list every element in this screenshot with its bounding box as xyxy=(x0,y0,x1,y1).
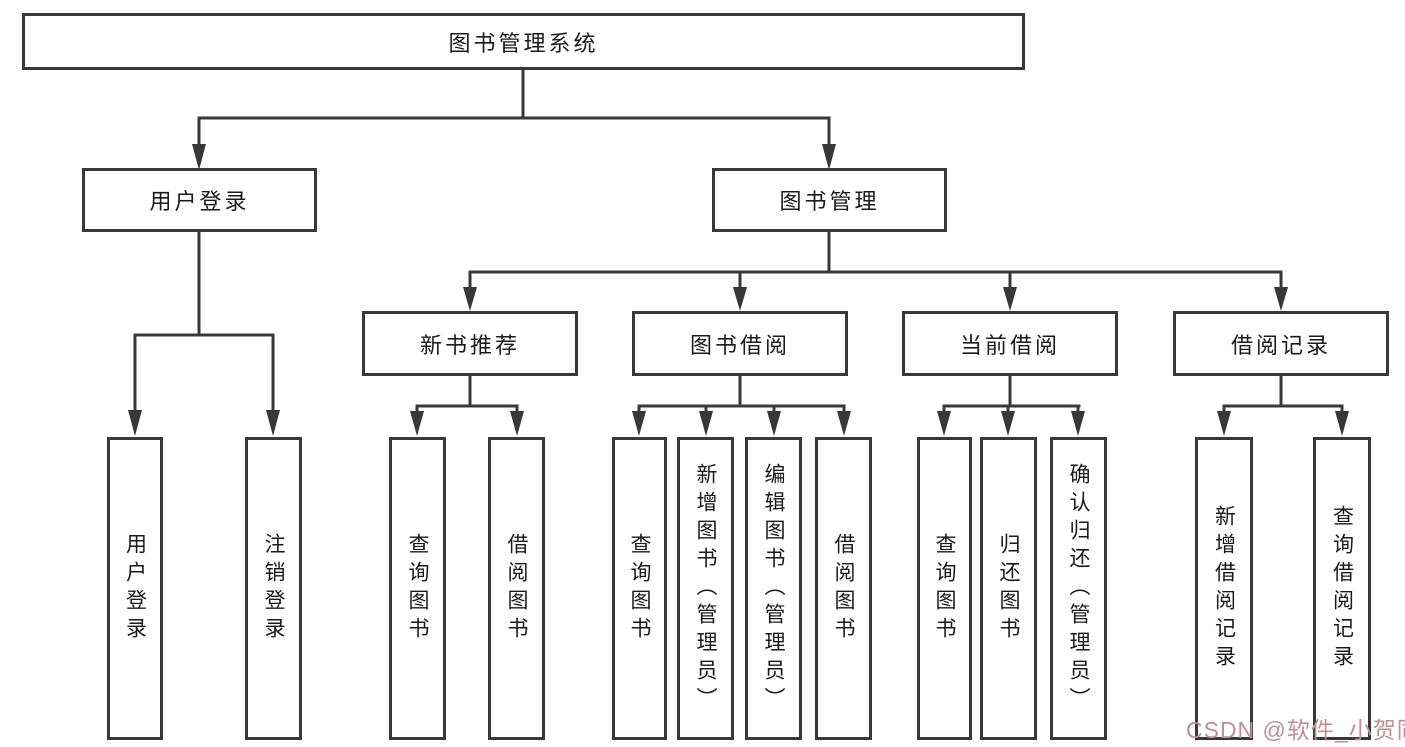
node-label: 查询图书 xyxy=(933,532,956,645)
node-label: 确认归还（管理员） xyxy=(1067,462,1090,715)
arrow-down-icon xyxy=(837,411,851,436)
arrow-down-icon xyxy=(128,410,142,436)
node-borrow-records: 借阅记录 xyxy=(1173,311,1389,376)
arrow-down-icon xyxy=(1335,411,1349,436)
arrow-down-icon xyxy=(266,410,280,436)
node-label: 新增图书（管理员） xyxy=(694,462,717,715)
node-label: 当前借阅 xyxy=(959,332,1060,358)
node-label: 图书管理系统 xyxy=(448,30,599,56)
arrow-down-icon xyxy=(463,287,477,311)
arrow-down-icon xyxy=(699,411,713,436)
leaf-query-books: 查询图书 xyxy=(612,437,667,740)
arrow-down-icon xyxy=(192,144,206,170)
leaf-edit-books-admin: 编辑图书（管理员） xyxy=(745,437,802,740)
node-label: 图书管理 xyxy=(779,189,880,214)
node-book-borrow: 图书借阅 xyxy=(632,311,848,376)
arrow-down-icon xyxy=(767,411,781,436)
connector-line xyxy=(133,68,1344,408)
leaf-borrow-books: 借阅图书 xyxy=(815,437,872,740)
node-label: 借阅图书 xyxy=(832,532,855,645)
node-library-management-system: 图书管理系统 xyxy=(22,13,1025,70)
node-book-management: 图书管理 xyxy=(712,168,947,232)
arrow-down-icon xyxy=(937,411,951,436)
arrow-down-icon xyxy=(632,411,646,436)
node-label: 新增借阅记录 xyxy=(1212,504,1236,673)
node-label: 归还图书 xyxy=(997,532,1020,645)
arrow-down-icon xyxy=(1003,287,1017,311)
arrow-down-icon xyxy=(733,287,747,311)
leaf-query-borrow-record: 查询借阅记录 xyxy=(1313,437,1371,740)
arrow-down-icon xyxy=(510,411,524,436)
node-user-login: 用户登录 xyxy=(82,168,317,232)
node-label: 查询借阅记录 xyxy=(1330,504,1354,673)
arrow-down-icon xyxy=(1071,411,1085,436)
leaf-query-books: 查询图书 xyxy=(917,437,972,740)
node-current-borrow: 当前借阅 xyxy=(902,311,1118,376)
arrow-down-icon xyxy=(1001,411,1015,436)
leaf-add-books-admin: 新增图书（管理员） xyxy=(677,437,734,740)
node-label: 用户登录 xyxy=(149,189,250,214)
node-label: 借阅图书 xyxy=(505,532,528,645)
node-label: 图书借阅 xyxy=(689,332,790,358)
node-label: 查询图书 xyxy=(628,532,651,645)
node-label: 编辑图书（管理员） xyxy=(762,462,785,715)
node-label: 用户登录 xyxy=(123,532,147,645)
node-label: 注销登录 xyxy=(262,532,285,645)
node-label: 借阅记录 xyxy=(1230,332,1331,358)
leaf-return-books: 归还图书 xyxy=(980,437,1037,740)
leaf-add-borrow-record: 新增借阅记录 xyxy=(1195,437,1253,740)
node-new-book-recommend: 新书推荐 xyxy=(362,311,578,376)
watermark: CSDN @软件_小贺同学 xyxy=(1186,717,1405,743)
leaf-confirm-return-admin: 确认归还（管理员） xyxy=(1050,437,1107,740)
arrow-down-icon xyxy=(410,411,424,436)
leaf-borrow-books: 借阅图书 xyxy=(488,437,545,740)
arrow-down-icon xyxy=(1274,287,1288,311)
leaf-query-books: 查询图书 xyxy=(389,437,446,740)
arrow-down-icon xyxy=(1217,411,1231,436)
node-label: 新书推荐 xyxy=(419,332,520,358)
leaf-logout: 注销登录 xyxy=(245,437,302,740)
connector-arrow-stub xyxy=(133,118,1344,413)
arrow-down-icon xyxy=(822,144,836,170)
leaf-user-login: 用户登录 xyxy=(107,437,163,740)
node-label: 查询图书 xyxy=(406,532,429,645)
